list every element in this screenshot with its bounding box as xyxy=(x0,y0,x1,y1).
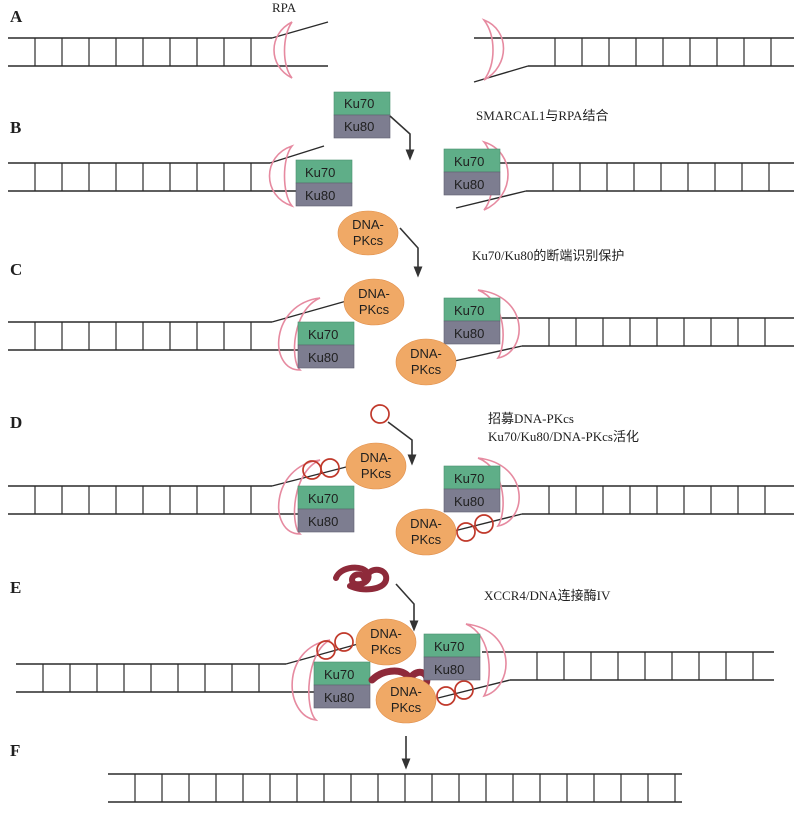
rpa-left-d xyxy=(277,459,321,535)
row-b: Ku70 Ku80 Ku70 Ku80 xyxy=(8,140,794,211)
svg-text:Ku70: Ku70 xyxy=(434,639,464,654)
ku-right-c: Ku70 Ku80 xyxy=(443,297,501,345)
svg-text:Ku80: Ku80 xyxy=(454,326,484,341)
note-step-c: Ku70/Ku80的断端识别保护 xyxy=(472,248,624,263)
svg-text:PKcs: PKcs xyxy=(391,700,422,715)
ring-left-e-1 xyxy=(316,640,336,660)
svg-text:Ku70: Ku70 xyxy=(305,165,335,180)
ring-incoming-d xyxy=(370,404,390,424)
svg-text:PKcs: PKcs xyxy=(371,642,402,657)
arrow-a-b xyxy=(389,115,415,161)
dna-left-b xyxy=(8,162,270,192)
ku-left-e: Ku70 Ku80 xyxy=(313,661,371,709)
svg-text:PKcs: PKcs xyxy=(411,532,442,547)
svg-text:Ku80: Ku80 xyxy=(308,350,338,365)
svg-text:Ku80: Ku80 xyxy=(305,188,335,203)
rpa-left-a xyxy=(273,21,293,79)
pkcs-right-e: DNA- PKcs xyxy=(375,676,437,724)
pkcs-left-e: DNA- PKcs xyxy=(355,618,417,666)
svg-text:PKcs: PKcs xyxy=(411,362,442,377)
row-f xyxy=(108,773,682,803)
dna-repaired-f xyxy=(108,773,682,803)
svg-text:Ku70: Ku70 xyxy=(454,154,484,169)
step-label-d: D xyxy=(10,413,22,432)
svg-text:Ku80: Ku80 xyxy=(454,177,484,192)
pkcs-right-c: DNA- PKcs xyxy=(395,338,457,386)
svg-text:DNA-: DNA- xyxy=(360,450,392,465)
step-label-a: A xyxy=(10,7,23,26)
svg-text:Ku80: Ku80 xyxy=(434,662,464,677)
ring-right-e-1 xyxy=(436,686,456,706)
svg-text:Ku70: Ku70 xyxy=(454,471,484,486)
ku-incoming-b: Ku70 Ku80 xyxy=(333,91,391,139)
svg-text:Ku80: Ku80 xyxy=(308,514,338,529)
pkcs-incoming-c: DNA- PKcs xyxy=(337,210,399,256)
rpa-right-a xyxy=(481,18,505,81)
rpa-right-e xyxy=(465,623,507,698)
step-label-e: E xyxy=(10,578,21,597)
svg-text:Ku70: Ku70 xyxy=(308,491,338,506)
row-e: Ku70 Ku80 DNA- PKcs Ku70 Ku80 DNA- PKcs xyxy=(16,618,774,724)
xrcc4-incoming xyxy=(333,564,390,593)
pkcs-right-d: DNA- PKcs xyxy=(395,508,457,556)
dna-left-d xyxy=(8,485,272,515)
svg-text:PKcs: PKcs xyxy=(359,302,390,317)
ring-left-e-2 xyxy=(334,632,354,652)
ku-left-b: Ku70 Ku80 xyxy=(295,159,353,207)
svg-text:PKcs: PKcs xyxy=(353,233,384,248)
row-d: Ku70 Ku80 DNA- PKcs Ku70 Ku80 DNA- PKcs xyxy=(8,442,794,556)
row-c: Ku70 Ku80 DNA- PKcs Ku70 Ku80 DNA- PKcs xyxy=(8,278,794,386)
ku-right-d: Ku70 Ku80 xyxy=(443,465,501,513)
svg-text:DNA-: DNA- xyxy=(370,626,402,641)
rpa-left-b xyxy=(268,144,295,208)
svg-text:Ku70: Ku70 xyxy=(308,327,338,342)
svg-text:DNA-: DNA- xyxy=(352,217,384,232)
dna-left-e xyxy=(16,663,286,693)
arrow-b-c xyxy=(399,227,423,278)
step-label-b: B xyxy=(10,118,21,137)
ku-left-c: Ku70 Ku80 xyxy=(297,321,355,369)
svg-text:Ku80: Ku80 xyxy=(454,494,484,509)
row-a xyxy=(8,18,794,83)
svg-text:Ku70: Ku70 xyxy=(324,667,354,682)
svg-text:DNA-: DNA- xyxy=(358,286,390,301)
svg-text:DNA-: DNA- xyxy=(390,684,422,699)
arrow-d-e xyxy=(395,583,419,632)
svg-text:Ku80: Ku80 xyxy=(324,690,354,705)
dna-right-e xyxy=(510,651,774,681)
dna-right-a xyxy=(528,37,794,67)
rpa-left-c xyxy=(277,297,321,371)
dna-left-a xyxy=(8,37,272,67)
pkcs-left-d: DNA- PKcs xyxy=(345,442,407,490)
rpa-label: RPA xyxy=(272,0,297,15)
ring-left-d-2 xyxy=(320,458,340,478)
step-label-c: C xyxy=(10,260,22,279)
dna-right-c xyxy=(522,317,794,347)
ku-right-e: Ku70 Ku80 xyxy=(423,633,481,681)
note-step-b: SMARCAL1与RPA结合 xyxy=(476,108,608,123)
ring-right-d-1 xyxy=(456,522,476,542)
ring-right-e-2 xyxy=(454,680,474,700)
svg-text:DNA-: DNA- xyxy=(410,516,442,531)
svg-text:Ku80: Ku80 xyxy=(344,119,374,134)
svg-text:DNA-: DNA- xyxy=(410,346,442,361)
dna-right-b xyxy=(526,162,794,192)
pkcs-left-c: DNA- PKcs xyxy=(343,278,405,326)
svg-text:Ku70: Ku70 xyxy=(454,303,484,318)
dna-left-c xyxy=(8,321,272,351)
ku-left-d: Ku70 Ku80 xyxy=(297,485,355,533)
note-step-d-2: Ku70/Ku80/DNA-PKcs活化 xyxy=(488,429,639,444)
note-step-d-1: 招募DNA-PKcs xyxy=(488,411,574,426)
ring-right-d-2 xyxy=(474,514,494,534)
step-label-f: F xyxy=(10,741,20,760)
dna-right-d xyxy=(522,485,794,515)
note-step-e: XCCR4/DNA连接酶IV xyxy=(484,588,611,603)
arrow-c-d xyxy=(387,421,417,466)
rpa-left-e xyxy=(291,639,331,722)
ku-right-b: Ku70 Ku80 xyxy=(443,148,501,196)
svg-text:PKcs: PKcs xyxy=(361,466,392,481)
svg-text:Ku70: Ku70 xyxy=(344,96,374,111)
